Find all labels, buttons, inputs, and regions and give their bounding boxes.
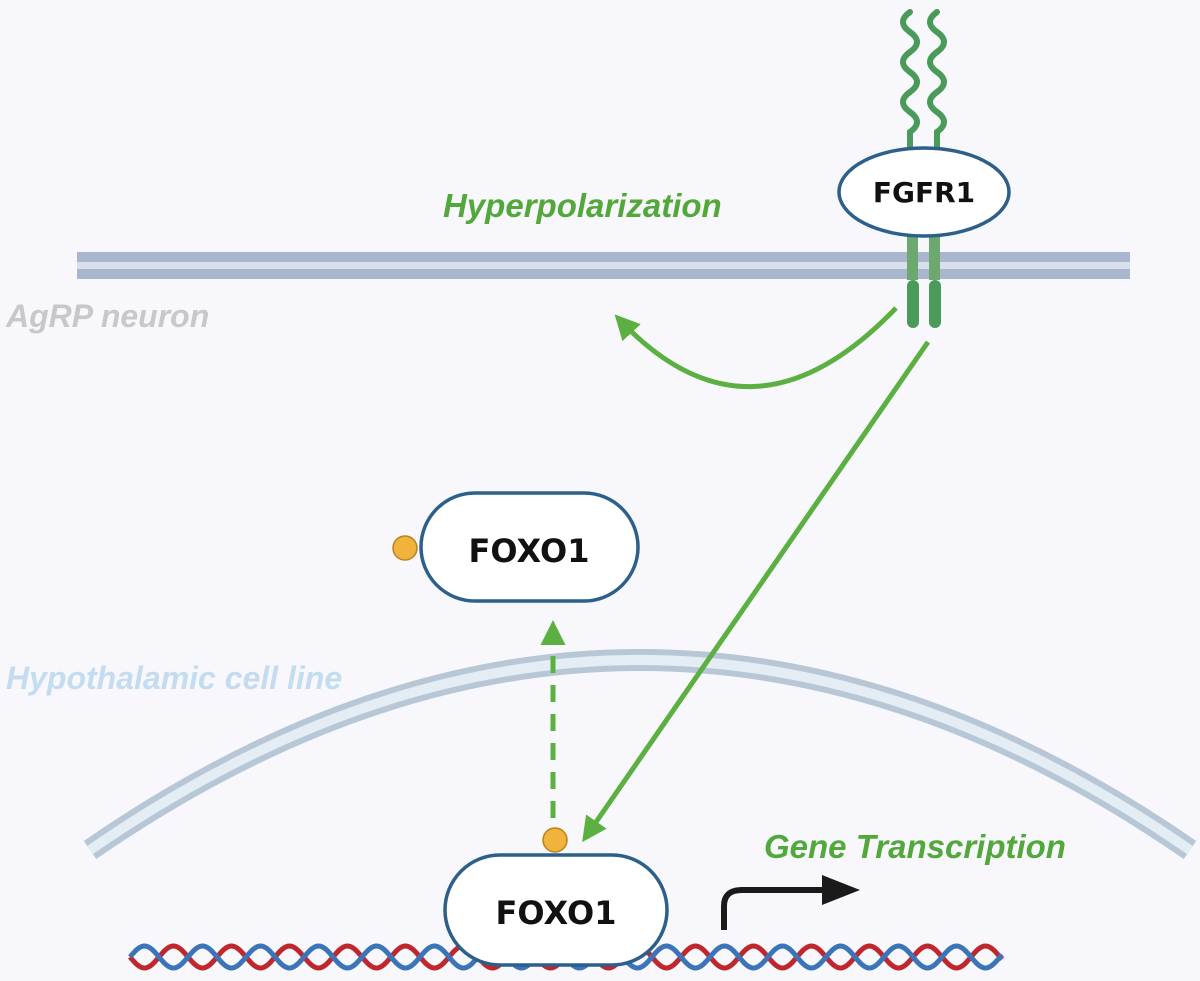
phosphate-circle-icon xyxy=(392,535,418,561)
agrp-neuron-label: AgRP neuron xyxy=(5,298,209,334)
receptor-to-foxo1-arrow xyxy=(582,340,931,843)
hyperpolarization-label: Hyperpolarization xyxy=(443,187,722,224)
hyperpolarization-arrow xyxy=(614,306,898,389)
receptor-chain-icon xyxy=(900,9,947,160)
receptor-transmembrane xyxy=(907,235,941,328)
foxo1-cytoplasm-label: FOXO1 xyxy=(469,532,590,570)
foxo1-nucleus-node: FOXO1 xyxy=(443,827,669,967)
foxo1-cytoplasm-node: FOXO1 xyxy=(392,491,640,603)
fgfr1-node: FGFR1 xyxy=(837,146,1011,238)
plasma-membrane xyxy=(77,252,1130,279)
nuclear-envelope xyxy=(83,649,1197,860)
hypothalamic-cell-line-label: Hypothalamic cell line xyxy=(6,660,342,696)
fgfr1-label: FGFR1 xyxy=(873,176,975,209)
gene-transcription-label: Gene Transcription xyxy=(764,828,1066,865)
phosphate-circle-icon xyxy=(542,827,568,853)
foxo1-nucleus-label: FOXO1 xyxy=(496,894,617,932)
transcription-start-arrow-icon xyxy=(721,875,860,930)
